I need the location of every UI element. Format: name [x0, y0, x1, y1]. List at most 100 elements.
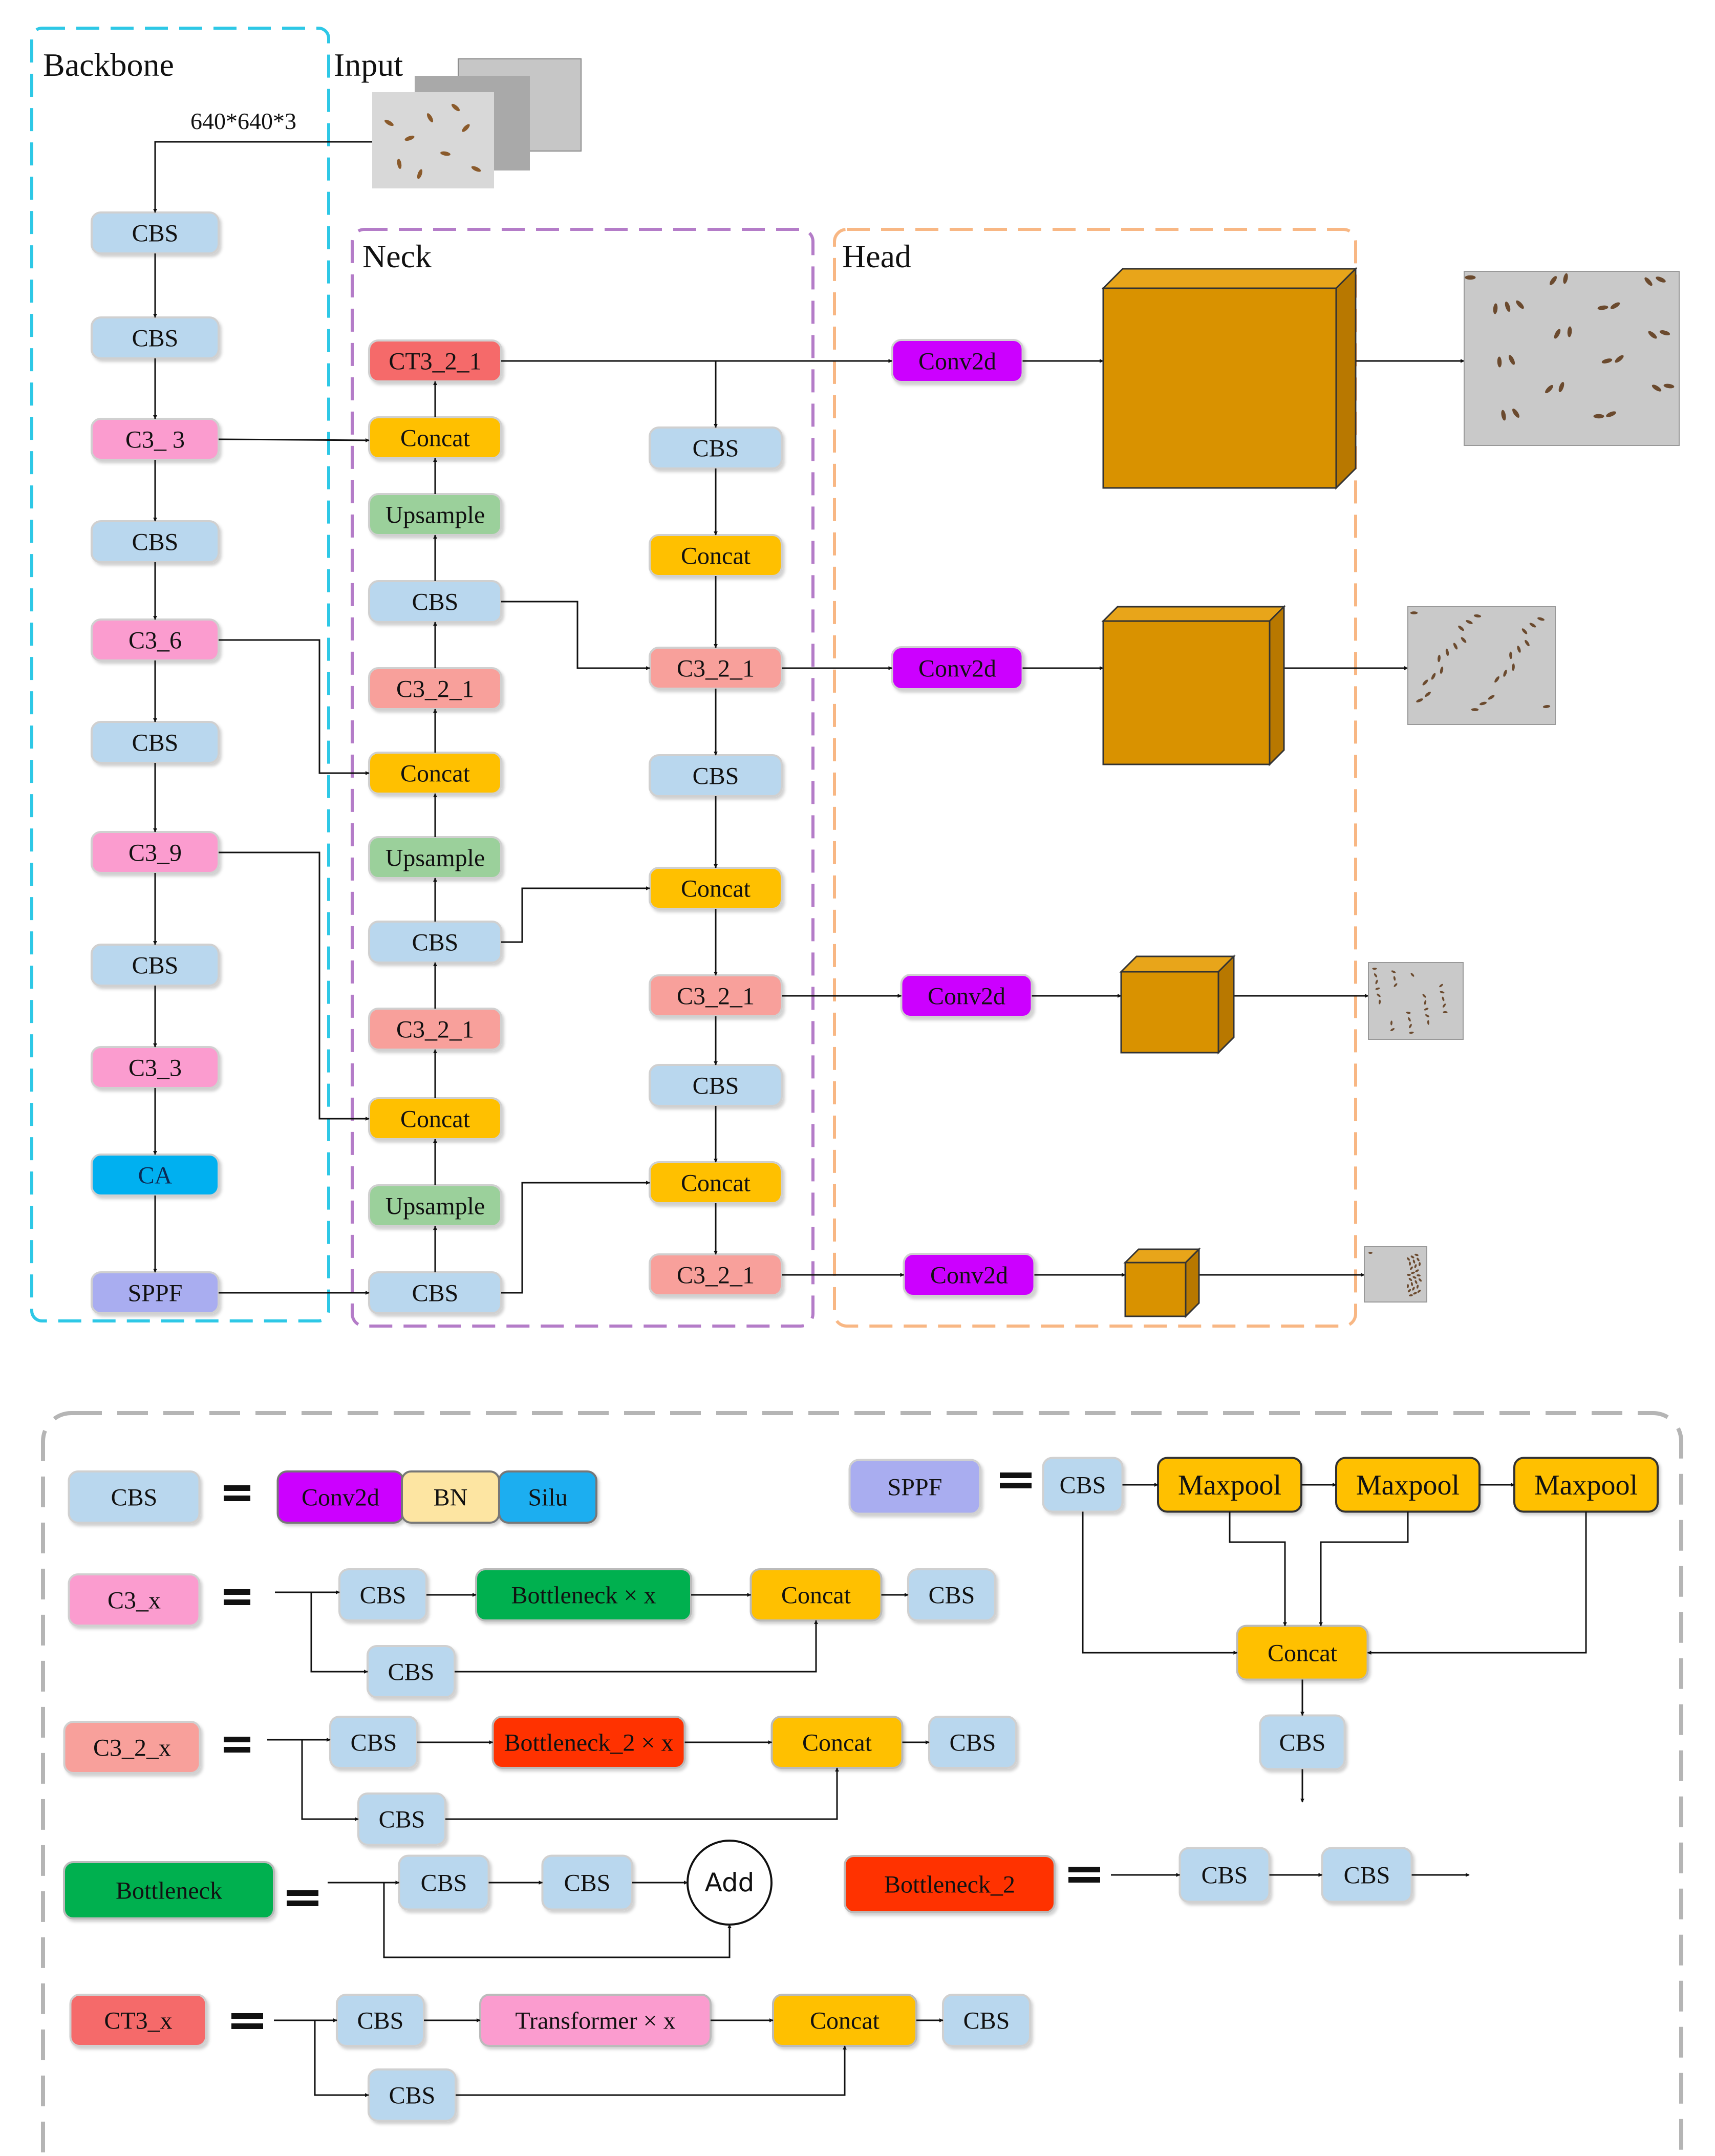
legend-c32x-concat-node-label: Concat: [802, 1729, 872, 1756]
legend-c32x-block-node-label: Bottleneck_2 × x: [504, 1729, 673, 1756]
neck-left-concat-node: Concat: [368, 752, 502, 795]
legend-bottleneck-cbs-node: CBS: [398, 1854, 490, 1911]
head-conv2d-node-label: Conv2d: [918, 348, 996, 375]
neck-right-c3-2-1-node-label: C3_2_1: [677, 1262, 755, 1289]
neck-left-cbs-node-label: CBS: [412, 1279, 459, 1307]
neck-right-cbs-node: CBS: [649, 754, 783, 797]
backbone-ca-node-label: CA: [138, 1162, 173, 1189]
legend-sppf-name-label: SPPF: [888, 1474, 942, 1501]
head-conv2d-node: Conv2d: [900, 974, 1033, 1018]
legend-ct3x-cbs-out-node-label: CBS: [963, 2007, 1010, 2034]
backbone-cbs-node-label: CBS: [132, 528, 179, 556]
neck-left-upsample-node: Upsample: [368, 836, 502, 879]
legend-c3x-concat-node: Concat: [749, 1568, 883, 1621]
neck-left-c3-2-1-node-label: C3_2_1: [396, 675, 474, 702]
legend-bottleneck-cbs-node-label: CBS: [564, 1869, 611, 1896]
legend-arrow: [1229, 1511, 1287, 1627]
legend-c3x-block-node: Bottleneck × x: [475, 1568, 692, 1621]
legend-c3x-name: C3_x: [68, 1573, 201, 1627]
equals-sign: [1000, 1472, 1032, 1488]
neck-right-cbs-node: CBS: [649, 426, 783, 469]
legend-sppf-cbs-out-node-label: CBS: [1279, 1729, 1326, 1756]
seed-image-icon: [372, 92, 494, 188]
legend-c32x-block-node: Bottleneck_2 × x: [491, 1716, 686, 1769]
equals-sign: [224, 1737, 250, 1753]
neck-right-concat-node: Concat: [649, 1161, 783, 1204]
backbone-cbs-node: CBS: [91, 944, 220, 987]
legend-bottleneck2-cbs-node-label: CBS: [1202, 1862, 1248, 1889]
legend-bottleneck2-name: Bottleneck_2: [844, 1855, 1056, 1913]
neck-right-c3-2-1-node-label: C3_2_1: [677, 983, 755, 1010]
legend-ct3x-cbs-out-node: CBS: [942, 1994, 1031, 2047]
backbone-sppf-node: SPPF: [91, 1271, 220, 1314]
legend-bottleneck-name-label: Bottleneck: [116, 1877, 222, 1904]
legend-c3x-cbs-skip-node: CBS: [367, 1645, 456, 1698]
neck-right-c3-2-1-node: C3_2_1: [649, 974, 783, 1017]
neck-left-ct3-2-1-node-label: CT3_2_1: [389, 348, 481, 375]
backbone-frame: [30, 27, 330, 1322]
neck-left-upsample-node-label: Upsample: [385, 501, 485, 528]
neck-right-concat-node-label: Concat: [681, 542, 751, 569]
feature-map-cube: [1101, 605, 1286, 766]
neck-left-cbs-node: CBS: [368, 921, 502, 964]
neck-left-upsample-node-label: Upsample: [385, 844, 485, 871]
backbone-cbs-node: CBS: [91, 316, 220, 359]
legend-cbs-name-label: CBS: [111, 1484, 158, 1511]
neck-right-concat-node: Concat: [649, 867, 783, 910]
legend-bn-part: BN: [401, 1470, 500, 1524]
backbone-c3-3-node: C3_3: [91, 1046, 220, 1089]
backbone-cbs-node: CBS: [91, 721, 220, 764]
lateral-arrow: [501, 601, 650, 670]
legend-ct3x-concat-node: Concat: [772, 1994, 917, 2047]
legend-arrow: [445, 1767, 839, 1820]
neck-left-ct3-2-1-node: CT3_2_1: [368, 339, 502, 382]
legend-arrow: [1367, 1511, 1587, 1655]
feature-map-cube: [1123, 1247, 1201, 1318]
head-conv2d-node: Conv2d: [891, 646, 1024, 690]
neck-left-concat-node-label: Concat: [400, 1105, 470, 1133]
legend-c3x-cbs-skip-node-label: CBS: [388, 1658, 435, 1685]
legend-arrow: [383, 1883, 732, 1958]
legend-bottleneck2-cbs-node: CBS: [1178, 1847, 1271, 1903]
output-detection-image: [1368, 962, 1464, 1040]
output-detection-image: [1407, 606, 1556, 725]
feature-map-cube: [1119, 954, 1236, 1055]
legend-c32x-cbs-skip-node: CBS: [357, 1792, 446, 1846]
legend-sppf-maxpool-node-label: Maxpool: [1534, 1469, 1638, 1501]
backbone-c3-6-node: C3_6: [91, 618, 220, 661]
legend-bottleneck-cbs-node: CBS: [541, 1854, 633, 1911]
backbone-ca-node: CA: [91, 1154, 220, 1197]
backbone-cbs-node-label: CBS: [132, 729, 179, 756]
legend-arrow: [1319, 1511, 1409, 1627]
legend-bottleneck-cbs-node-label: CBS: [421, 1869, 467, 1896]
head-title: Head: [842, 238, 911, 274]
legend-bottleneck2-name-label: Bottleneck_2: [884, 1871, 1015, 1898]
add-node-label: Add: [705, 1868, 755, 1897]
equals-sign: [287, 1890, 318, 1906]
feature-map-cube: [1101, 267, 1358, 490]
neck-left-cbs-node-label: CBS: [412, 588, 459, 615]
skip-arrow: [219, 639, 370, 775]
legend-c3x-block-node-label: Bottleneck × x: [511, 1582, 656, 1609]
head-conv2d-node: Conv2d: [903, 1253, 1036, 1297]
lateral-arrow: [501, 1181, 650, 1294]
neck-left-concat-node: Concat: [368, 416, 502, 459]
neck-left-c3-2-1-node-label: C3_2_1: [396, 1016, 474, 1043]
legend-arrow: [301, 1740, 359, 1821]
legend-c3x-cbs-node: CBS: [338, 1568, 427, 1621]
head-frame: [833, 228, 1357, 1328]
legend-arrow: [314, 2020, 369, 2097]
legend-ct3x-cbs-node-label: CBS: [357, 2007, 404, 2034]
legend-sppf-name: SPPF: [848, 1459, 981, 1515]
neck-right-concat-node: Concat: [649, 534, 783, 577]
legend-c32x-cbs-node-label: CBS: [351, 1729, 397, 1756]
backbone-c3-9-node-label: C3_9: [128, 839, 182, 866]
legend-sppf-maxpool-node: Maxpool: [1335, 1457, 1481, 1513]
legend-c32x-name-label: C3_2_x: [93, 1734, 171, 1761]
skip-arrow: [218, 438, 370, 442]
backbone-cbs-node-label: CBS: [132, 220, 179, 247]
neck-frame: [351, 228, 814, 1328]
legend-ct3x-name: CT3_x: [69, 1994, 207, 2047]
neck-left-c3-2-1-node: C3_2_1: [368, 1008, 502, 1051]
